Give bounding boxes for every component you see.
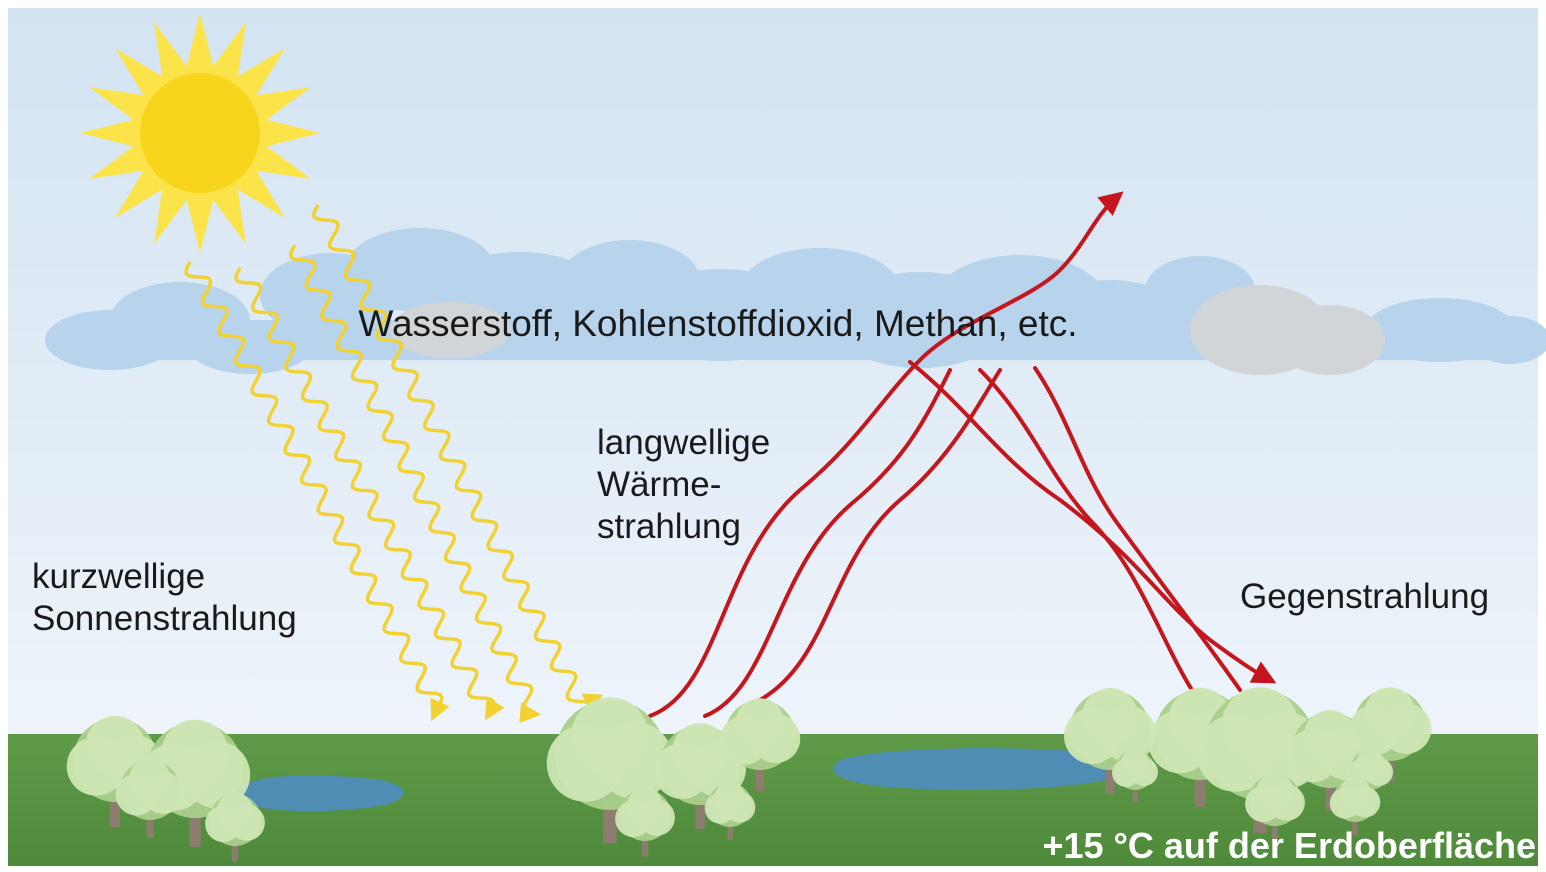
cloud-layer: [45, 228, 1546, 375]
tree-icon: [1347, 749, 1393, 802]
shortwave-label-line1: kurzwellige: [32, 557, 205, 596]
pond-left: [231, 775, 404, 812]
tree-icon: [615, 787, 675, 857]
solar-wave-arrow-icon: [184, 261, 450, 722]
solar-wave-arrow-icon: [234, 267, 505, 721]
upward-heat-ray: [758, 368, 1002, 702]
longwave-label-line3: strahlung: [597, 507, 741, 546]
longwave-label-line1: langwellige: [597, 423, 770, 462]
pond-center: [833, 748, 1127, 790]
tree-icon: [719, 698, 801, 791]
longwave-heat-radiation: [648, 191, 1277, 718]
outgoing-heat-arrow-icon: [648, 191, 1124, 718]
shortwave-solar-rays: [184, 204, 603, 724]
trees: [66, 687, 1432, 862]
upward-heat-ray: [703, 368, 952, 718]
sun-icon: [80, 13, 320, 253]
tree-icon: [546, 697, 674, 843]
tree-icon: [704, 781, 756, 841]
surface-temperature-label: +15 °C auf der Erdoberfläche: [1042, 825, 1536, 866]
longwave-label-line2: Wärme-: [597, 465, 721, 504]
tree-icon: [115, 758, 185, 838]
counter-radiation-label: Gegenstrahlung: [1240, 577, 1489, 616]
greenhouse-gases-label: Wasserstoff, Kohlenstoffdioxid, Methan, …: [358, 303, 1077, 344]
tree-icon: [205, 792, 265, 862]
solar-wave-arrow-icon: [288, 244, 542, 724]
shortwave-label-line2: Sonnenstrahlung: [32, 599, 297, 638]
counter-radiation-arrow-icon: [908, 360, 1277, 684]
tree-icon: [1245, 772, 1305, 842]
tree-icon: [1112, 749, 1158, 802]
tree-icon: [1329, 776, 1381, 836]
downward-heat-ray: [978, 368, 1197, 697]
tree-icon: [1196, 687, 1324, 833]
tree-icon: [1348, 687, 1432, 783]
solar-wave-arrow-icon: [311, 204, 603, 715]
downward-heat-ray: [1033, 366, 1242, 692]
